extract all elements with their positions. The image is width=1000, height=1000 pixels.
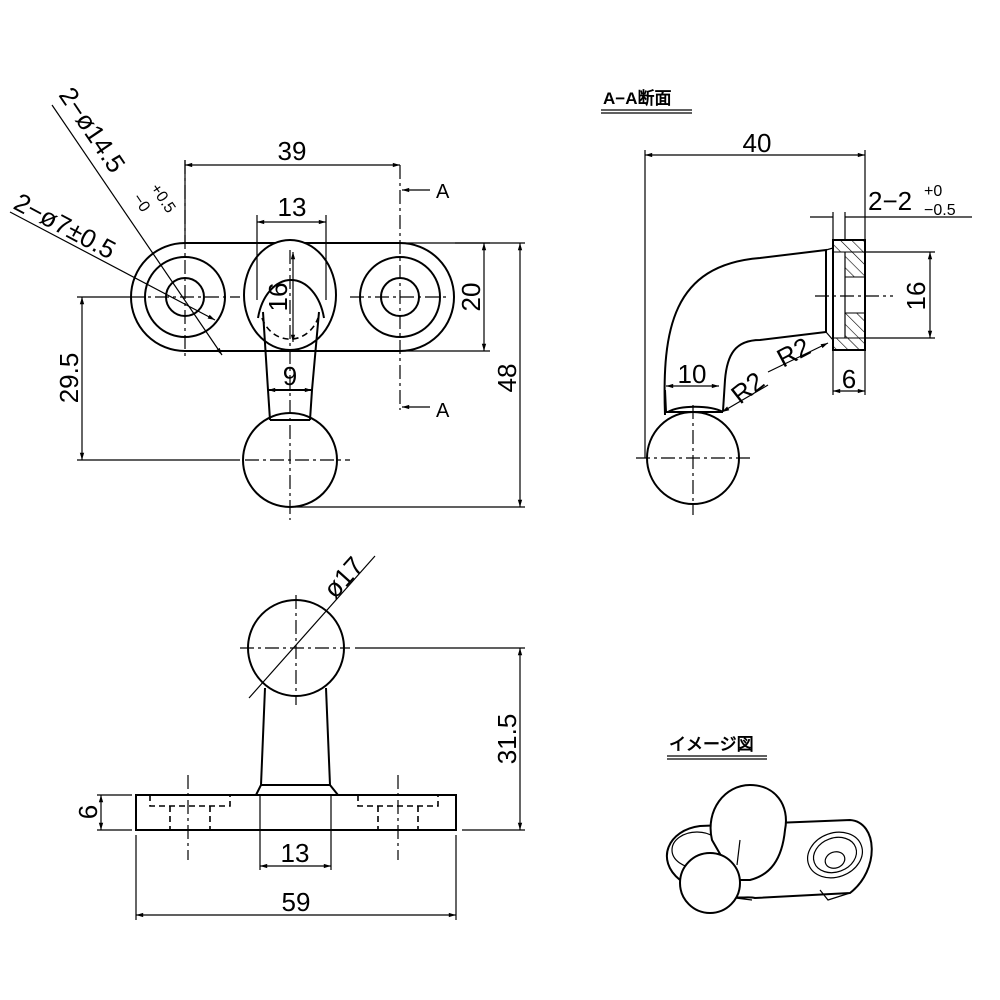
dim-height: 31.5 (492, 714, 522, 765)
section-view: A−A断面 40 2−2 +0 −0.5 16 6 10 R2 R2 (601, 88, 972, 515)
dim-counterbore: 2−2 (868, 186, 912, 216)
section-mark-bottom: A (436, 400, 450, 422)
front-plate (135, 794, 457, 831)
image-view-title: イメージ図 (669, 735, 754, 754)
section-title: A−A断面 (603, 88, 671, 108)
dim-stem-width-front: 13 (281, 838, 310, 868)
dim-length: 40 (743, 128, 772, 158)
section-mark-top: A (436, 181, 450, 203)
dim-total-width: 59 (282, 887, 311, 917)
isometric-illustration (666, 783, 873, 914)
dim-counterbore-tol-minus: −0.5 (924, 202, 956, 219)
dim-neck: 9 (283, 361, 297, 391)
callout-inner: 2−ø7±0.5 (9, 187, 121, 265)
hidden-stem-circle (261, 317, 319, 340)
dim-bore: 16 (901, 282, 931, 311)
dim-plate-thickness: 6 (73, 805, 103, 819)
dim-neck-section: 10 (678, 359, 707, 389)
callout-outer-tol-minus: −0 (129, 191, 153, 216)
ball-dia-leader (248, 555, 376, 699)
dim-total-height: 48 (492, 364, 522, 393)
dim-thickness: 6 (842, 364, 856, 394)
radius-2: R2 (725, 366, 770, 410)
front-view: ø17 31.5 6 13 59 (73, 551, 525, 920)
dim-pitch: 39 (278, 136, 307, 166)
section-arm (663, 248, 827, 416)
dim-oval-height: 16 (263, 283, 293, 312)
front-stem (255, 687, 339, 796)
dim-plate-height: 20 (456, 283, 486, 312)
top-view: 39 13 16 9 20 48 29.5 2−ø14.5 +0.5 −0 2−… (9, 82, 525, 520)
section-neck (664, 389, 724, 413)
dim-counterbore-tol-plus: +0 (924, 183, 942, 200)
dim-ball-offset: 29.5 (54, 353, 84, 404)
image-view: イメージ図 (666, 735, 873, 914)
dim-stem-width: 13 (278, 192, 307, 222)
callout-outer-tol-plus: +0.5 (147, 181, 179, 217)
dim-ball-dia: ø17 (317, 551, 369, 604)
